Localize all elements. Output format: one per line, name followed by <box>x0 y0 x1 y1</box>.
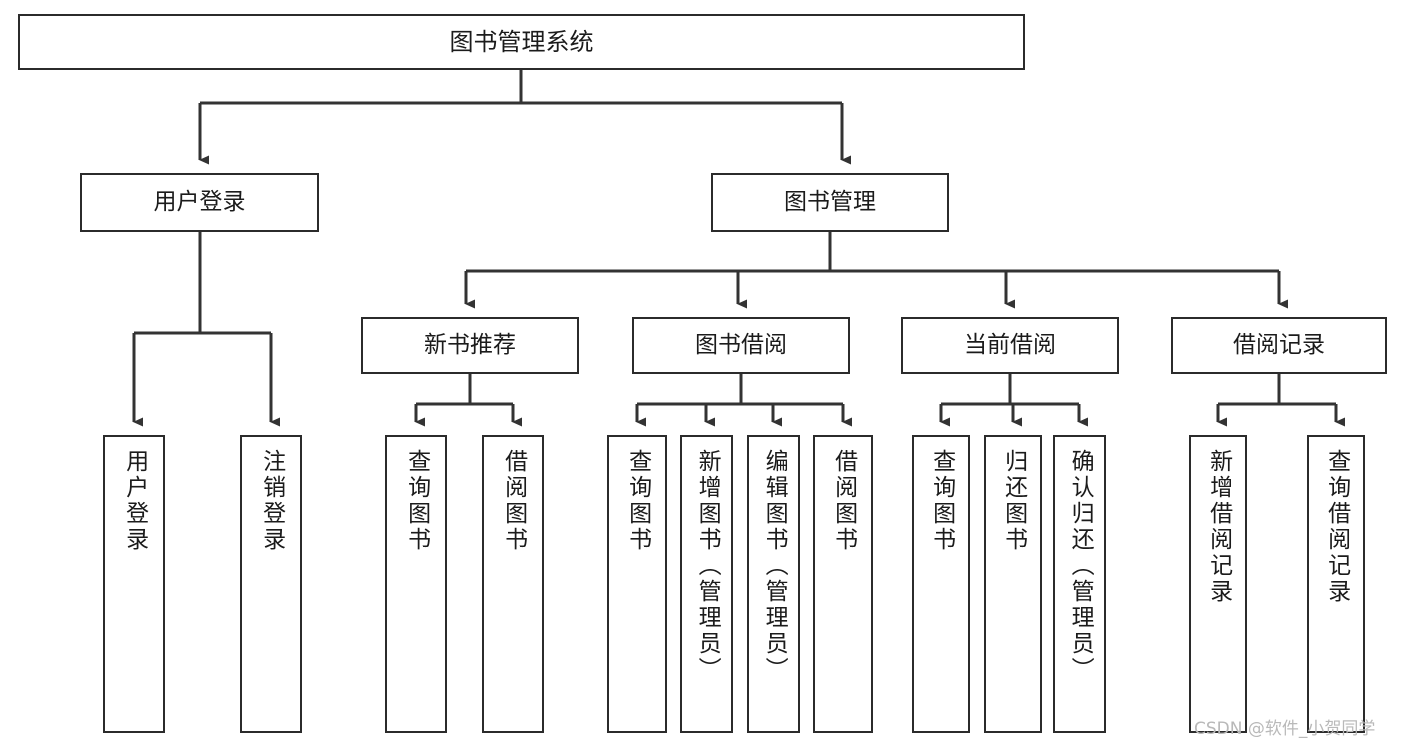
node-label-borrow-record: 借阅记录 <box>1233 331 1325 358</box>
node-label-leaf-confirm-return-admin: 确认归还（管理员） <box>1067 449 1094 683</box>
node-leaf-edit-book-admin[interactable]: 编辑图书（管理员） <box>747 435 800 733</box>
node-label-leaf-query-book-2: 查询图书 <box>624 449 651 553</box>
node-label-leaf-user-login: 用户登录 <box>121 449 148 553</box>
node-new-book-recommend[interactable]: 新书推荐 <box>361 317 579 374</box>
csdn-watermark: CSDN @软件_小贺同学 <box>1194 719 1376 739</box>
node-label-root: 图书管理系统 <box>449 27 594 56</box>
node-leaf-user-logout[interactable]: 注销登录 <box>240 435 302 733</box>
node-leaf-return-book[interactable]: 归还图书 <box>984 435 1042 733</box>
node-label-leaf-query-book-3: 查询图书 <box>928 449 955 553</box>
node-label-book-manage: 图书管理 <box>784 188 876 215</box>
node-leaf-query-borrow-record[interactable]: 查询借阅记录 <box>1307 435 1365 733</box>
node-current-borrow[interactable]: 当前借阅 <box>901 317 1119 374</box>
node-label-leaf-add-book-admin: 新增图书（管理员） <box>694 449 721 683</box>
node-root-system[interactable]: 图书管理系统 <box>18 14 1025 70</box>
node-leaf-borrow-book-1[interactable]: 借阅图书 <box>482 435 544 733</box>
node-leaf-add-borrow-record[interactable]: 新增借阅记录 <box>1189 435 1247 733</box>
node-label-leaf-user-logout: 注销登录 <box>258 449 285 553</box>
node-leaf-borrow-book-2[interactable]: 借阅图书 <box>813 435 873 733</box>
node-leaf-confirm-return-admin[interactable]: 确认归还（管理员） <box>1053 435 1106 733</box>
node-leaf-query-book-3[interactable]: 查询图书 <box>912 435 970 733</box>
node-leaf-add-book-admin[interactable]: 新增图书（管理员） <box>680 435 733 733</box>
node-label-leaf-borrow-book-2: 借阅图书 <box>830 449 857 553</box>
node-leaf-user-login[interactable]: 用户登录 <box>103 435 165 733</box>
node-borrow-record[interactable]: 借阅记录 <box>1171 317 1387 374</box>
node-book-borrow[interactable]: 图书借阅 <box>632 317 850 374</box>
node-label-leaf-query-book-1: 查询图书 <box>403 449 430 553</box>
node-leaf-query-book-1[interactable]: 查询图书 <box>385 435 447 733</box>
node-label-user-login: 用户登录 <box>153 188 246 215</box>
node-user-login[interactable]: 用户登录 <box>80 173 319 232</box>
node-label-new-book-recommend: 新书推荐 <box>424 331 516 358</box>
node-label-leaf-add-borrow-record: 新增借阅记录 <box>1205 449 1232 605</box>
node-label-leaf-borrow-book-1: 借阅图书 <box>500 449 527 553</box>
node-label-current-borrow: 当前借阅 <box>964 331 1056 358</box>
node-label-leaf-edit-book-admin: 编辑图书（管理员） <box>761 449 788 683</box>
node-book-manage[interactable]: 图书管理 <box>711 173 949 232</box>
node-label-leaf-query-borrow-record: 查询借阅记录 <box>1323 449 1350 605</box>
node-label-leaf-return-book: 归还图书 <box>1000 449 1027 553</box>
node-label-book-borrow: 图书借阅 <box>695 331 787 358</box>
node-leaf-query-book-2[interactable]: 查询图书 <box>607 435 667 733</box>
